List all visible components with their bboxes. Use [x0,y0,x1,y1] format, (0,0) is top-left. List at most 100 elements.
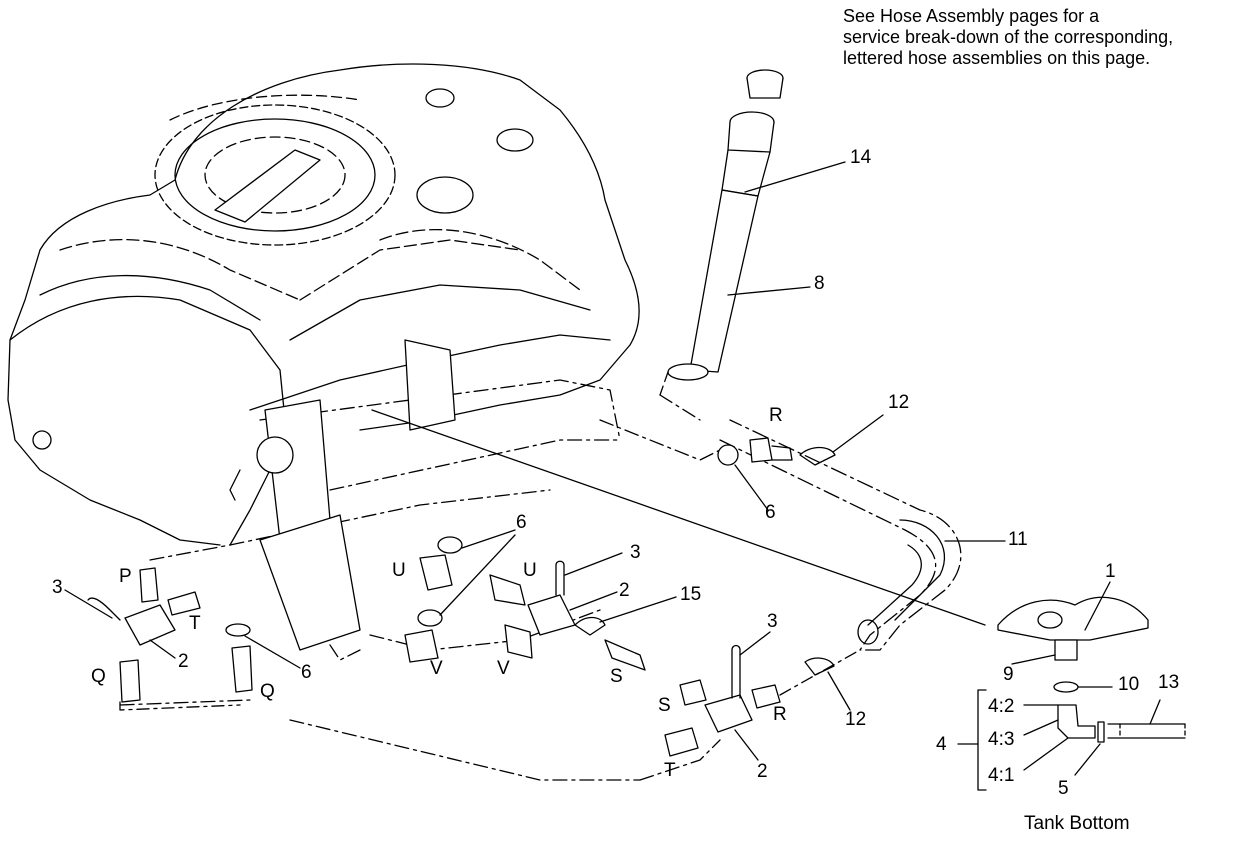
callout-4-2: 4:2 [988,696,1015,717]
leader-9 [1011,654,1056,665]
frame-rail-1 [259,379,621,441]
tank-lid-ring [174,118,376,232]
clamp-5 [1097,721,1105,743]
frame-rail-11 [659,394,701,421]
frame-rail-4 [149,544,231,561]
leader-6-left [244,635,301,669]
frame-rail-7 [639,739,721,781]
leader-6-mid [461,529,516,549]
pipe-collar-body [727,121,775,153]
fitting-v-left [404,629,439,663]
callout-9: 9 [1003,664,1014,685]
callout-u-left: U [392,560,406,581]
leader-2-lower [734,729,759,761]
bracket-pin [229,469,241,501]
elbow-fitting-4 [1057,704,1096,739]
leader-2-mid [569,591,618,611]
leader-12-top [832,414,884,453]
pipe-upper [721,149,771,197]
leader-3-mid [564,552,623,576]
callout-2-mid: 2 [619,580,630,601]
callout-v-left: V [430,658,443,679]
callout-s-lower: S [658,695,671,716]
fittings-r-top [717,161,1006,542]
washer-10 [1053,681,1079,693]
tank-lid-inner [204,136,346,214]
tank-lid-outer [154,104,396,246]
valve-body-mid [527,594,576,636]
tank-bottom-detail [957,581,1186,791]
callout-3-lower: 3 [767,611,778,632]
tank-front-rim [39,274,261,321]
drain-hole-left [32,430,52,450]
leader-14 [744,161,846,193]
tank-bottom-shell [997,596,1149,641]
frame-rail-8 [289,719,641,781]
frame-rail-10 [599,419,721,461]
tank-lower-edge [249,334,611,411]
callout-14: 14 [850,147,872,168]
tank-left-end [7,249,221,546]
valve-group-lower-right [664,631,861,761]
leader-1 [1084,581,1111,631]
fitting-q-left [119,659,141,703]
pin-3-mid [555,560,565,596]
fitting-t-left [167,591,201,616]
pin-3-left [87,597,121,621]
callout-5: 5 [1058,778,1069,799]
o-ring-6-left [225,623,251,637]
o-ring-6-mid-top [437,536,463,554]
valve-group-middle [404,529,677,671]
fitting-v-right [504,624,533,659]
tank-fitting-9 [1054,639,1078,661]
tank-ridge-2 [379,228,581,291]
frame-rail-5 [299,599,361,661]
pipe-foot [667,363,709,381]
callout-3-mid: 3 [630,542,641,563]
leader-3-left [64,589,113,619]
tank-front-face [9,295,286,546]
callout-v-right: V [497,658,510,679]
hose-link-lower [779,649,861,696]
fill-well [416,176,474,214]
leader-41 [1023,737,1069,771]
valve-body-left [124,604,176,646]
tank-ridge-4 [289,284,591,341]
callout-t-lower: T [664,760,676,781]
bracket-lower [259,514,361,651]
callout-q-left: Q [91,666,106,687]
lid-handle [214,149,321,223]
callout-13: 13 [1158,672,1180,693]
hose-end [857,619,879,645]
callout-10: 10 [1118,674,1140,695]
fitting-p [139,567,159,603]
callout-6-left: 6 [301,662,312,683]
pipe-to-tank [659,371,669,396]
callout-r-lower: R [773,704,787,725]
leader-2-left [149,639,176,659]
callout-6-top: 6 [765,502,776,523]
pipe-tube [689,189,759,373]
callout-s-top: S [610,666,623,687]
pipe-cap-body [746,77,784,99]
callout-8: 8 [814,273,825,294]
frame-rail-9 [119,699,251,706]
spray-tank [7,63,640,546]
hose-assembly-note: See Hose Assembly pages for a service br… [843,6,1173,69]
callout-12-top: 12 [888,392,910,413]
valve-bracket [229,339,456,651]
fill-port-left [425,88,455,108]
callout-2-lower: 2 [757,761,768,782]
callout-r-top: R [769,405,783,426]
leader-8 [727,286,811,296]
leader-5 [1074,743,1101,776]
valve-group-left [64,567,301,711]
leader-12-lower [827,671,851,711]
fitting-s-lower [679,679,707,706]
tank-bottom-port [1037,611,1063,629]
callout-4-3: 4:3 [988,729,1015,750]
callout-t-left: T [189,613,201,634]
callout-11: 11 [1008,529,1028,550]
callout-1: 1 [1105,561,1116,582]
